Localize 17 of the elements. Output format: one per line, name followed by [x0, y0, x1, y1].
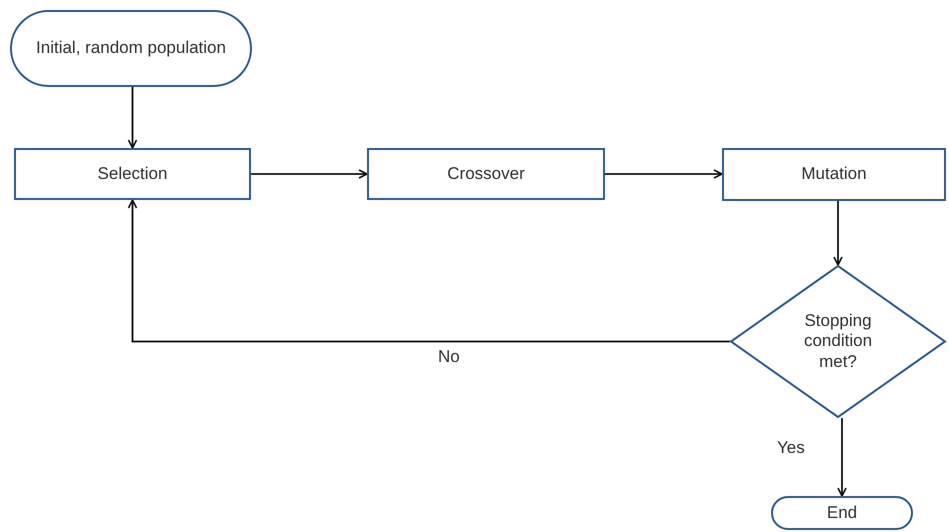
arrow [833, 201, 843, 266]
node-label: End [826, 502, 858, 524]
arrow [128, 199, 730, 342]
node-label: Crossover [446, 164, 526, 184]
arrow [605, 169, 723, 179]
process-box [14, 148, 251, 200]
decision-diamond [730, 265, 946, 418]
arrow [837, 418, 847, 497]
end-terminal [771, 496, 913, 530]
process-box [722, 148, 946, 201]
node-label: Initial, random population [35, 38, 227, 59]
node-label: Mutation [800, 164, 868, 185]
arrow [128, 87, 138, 149]
arrow [251, 169, 368, 179]
node-label: Selection [96, 164, 168, 184]
process-box [367, 148, 605, 200]
node-label: Stopping condition met? [802, 310, 874, 372]
